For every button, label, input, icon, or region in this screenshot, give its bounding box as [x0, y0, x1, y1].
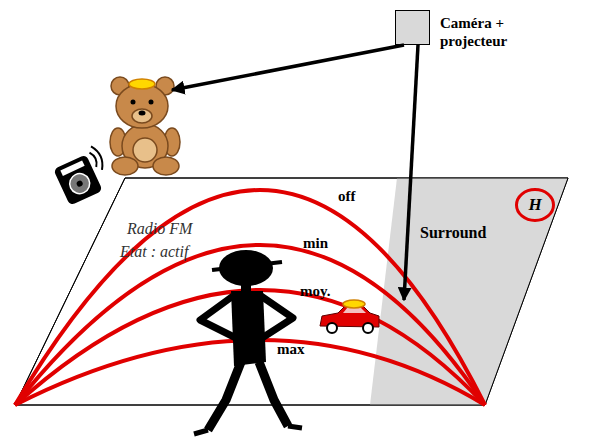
volume-level: min — [303, 235, 328, 252]
surround-zone: H Surround — [370, 178, 568, 405]
person-head — [219, 250, 273, 286]
projection-arrow — [172, 45, 404, 90]
volume-arc — [15, 340, 485, 405]
volume-arc — [15, 190, 485, 405]
car-body — [320, 305, 379, 327]
bear-nose — [139, 111, 146, 116]
bear-leg — [153, 157, 179, 175]
car-window — [343, 307, 366, 313]
marker-letter: H — [515, 195, 555, 215]
floor-outline — [15, 178, 568, 405]
bear-eye — [149, 100, 154, 105]
volume-arcs — [15, 190, 485, 405]
zone-label: Surround — [420, 223, 510, 242]
toy-car — [320, 300, 379, 333]
projection-arrows — [172, 45, 418, 300]
device-state: Etat : actif — [120, 243, 188, 261]
car-wheel — [363, 323, 373, 333]
projection-arrow — [404, 45, 418, 300]
radio-speaker-center — [76, 180, 84, 188]
bear-head — [116, 84, 168, 128]
tracking-marker — [343, 300, 365, 308]
person-feet — [194, 426, 302, 434]
car-wheel — [327, 323, 337, 333]
radio-icon — [51, 144, 114, 205]
camera-box-outline — [395, 10, 430, 45]
bear-leg — [112, 157, 138, 175]
camera-box: Caméra + projecteur — [395, 10, 430, 45]
person-neck — [241, 284, 251, 292]
bear-ear — [111, 77, 129, 95]
volume-level: moy. — [300, 283, 330, 300]
device-name: Radio FM — [127, 220, 192, 238]
radio-body — [53, 154, 103, 205]
volume-arc — [15, 290, 485, 405]
person-leg — [259, 362, 288, 426]
person-silhouette — [194, 250, 302, 434]
radio-display — [60, 160, 84, 176]
marker-circle: H — [515, 188, 555, 222]
camera-box-shape — [396, 11, 430, 45]
bear-arm — [110, 128, 126, 156]
person-cap — [212, 262, 282, 270]
floor-plane — [15, 178, 568, 405]
tracking-marker — [129, 79, 155, 89]
bear-arm — [164, 128, 180, 156]
volume-level: max — [277, 341, 305, 358]
surround-zone-shape — [370, 178, 568, 405]
bear-belly — [133, 138, 157, 162]
volume-arc — [15, 245, 485, 405]
person-leg — [208, 362, 241, 430]
person-arm — [261, 296, 293, 338]
teddy-bear — [110, 77, 180, 175]
person-torso — [231, 291, 266, 366]
bear-body — [122, 124, 168, 168]
device-label: Caméra + projecteur — [440, 14, 530, 50]
bear-muzzle — [132, 109, 152, 123]
radio-speaker — [66, 170, 93, 197]
bear-ear — [156, 77, 174, 95]
person-arm — [200, 296, 236, 338]
volume-level: off — [338, 188, 356, 205]
bear-eye — [131, 100, 136, 105]
sound-waves — [87, 144, 106, 171]
